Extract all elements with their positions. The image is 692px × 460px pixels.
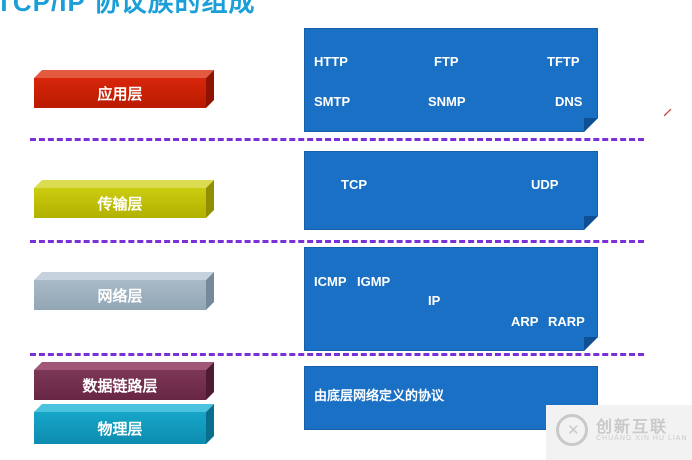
protocol-rarp: RARP	[548, 314, 585, 329]
layer-side-face	[206, 70, 214, 108]
protocol-arp: ARP	[511, 314, 539, 329]
protocol-udp: UDP	[531, 177, 559, 192]
layer-side-face	[206, 180, 214, 218]
layer-application: 应用层	[34, 70, 214, 108]
layer-datalink-label: 数据链路层	[34, 370, 206, 400]
box-fold-corner	[584, 216, 598, 230]
layer-network-label: 网络层	[34, 280, 206, 310]
layer-transport-label: 传输层	[34, 188, 206, 218]
layer-transport: 传输层	[34, 180, 214, 218]
layer-physical: 物理层	[34, 404, 214, 444]
layer-top-face	[34, 180, 214, 188]
link-protocols-box: 由底层网络定义的协议	[304, 366, 598, 430]
box-fold-corner	[584, 337, 598, 351]
separator-line	[30, 138, 644, 141]
separator-line	[30, 353, 644, 356]
watermark-logo-icon: ✕	[556, 414, 588, 446]
watermark-name: 创新互联	[596, 419, 669, 436]
layer-top-face	[34, 70, 214, 78]
separator-line	[30, 240, 644, 243]
layer-side-face	[206, 362, 214, 400]
protocol-http: HTTP	[314, 54, 348, 69]
protocol-icmp: ICMP	[314, 274, 347, 289]
protocol-ip: IP	[428, 293, 441, 308]
protocol-igmp: IGMP	[357, 274, 391, 289]
protocol-smtp: SMTP	[314, 94, 351, 109]
protocol-tcp: TCP	[341, 177, 367, 192]
layer-side-face	[206, 404, 214, 444]
layer-network: 网络层	[34, 272, 214, 310]
layer-application-label: 应用层	[34, 78, 206, 108]
layer-top-face	[34, 272, 214, 280]
network-protocols-box: ICMP IGMP IP ARP RARP	[304, 247, 598, 351]
protocol-ftp: FTP	[434, 54, 459, 69]
layer-top-face	[34, 404, 214, 412]
watermark-english: CHUANG XIN HU LIAN	[596, 435, 688, 442]
watermark: ✕ 创新互联 CHUANG XIN HU LIAN	[546, 405, 692, 460]
protocol-tftp: TFTP	[547, 54, 580, 69]
page-title: TCP/IP 协议族的组成	[0, 0, 256, 17]
protocol-dns: DNS	[555, 94, 583, 109]
pen-cursor-icon	[664, 108, 672, 116]
layer-top-face	[34, 362, 214, 370]
box-fold-corner	[584, 118, 598, 132]
layer-physical-label: 物理层	[34, 412, 206, 444]
layer-datalink: 数据链路层	[34, 362, 214, 400]
link-note: 由底层网络定义的协议	[314, 388, 445, 403]
layer-side-face	[206, 272, 214, 310]
transport-protocols-box: TCP UDP	[304, 151, 598, 230]
application-protocols-box: HTTP FTP TFTP SMTP SNMP DNS	[304, 28, 598, 132]
protocol-snmp: SNMP	[428, 94, 466, 109]
